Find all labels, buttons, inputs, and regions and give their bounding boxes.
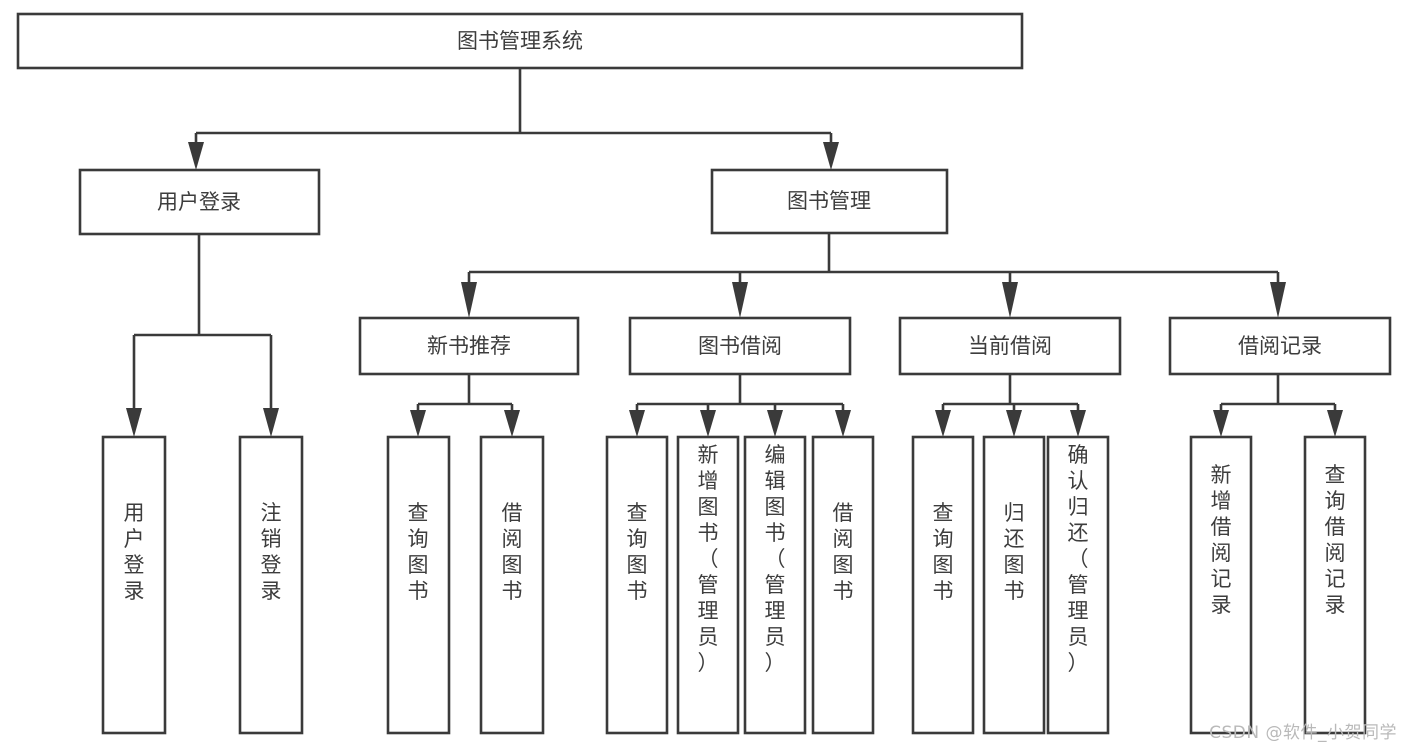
arrow-head-book-borrow (732, 282, 748, 318)
connector-group-borrowrecord-to-leaves (1213, 374, 1343, 437)
node-leaf-query-book-1-box[interactable] (386, 435, 451, 735)
node-leaf-query-book-3-label: 查询图书 (933, 501, 954, 603)
arrow-head-leaf-borrow-book-2 (835, 410, 851, 437)
arrow-head-book-manage (823, 142, 839, 170)
node-leaf-borrow-book-1-box[interactable] (479, 435, 545, 735)
node-leaf-borrow-book-2-label: 借阅图书 (833, 501, 854, 603)
node-leaf-edit-book[interactable]: 编辑图书（管理员） (743, 435, 807, 735)
node-leaf-query-book-2-box[interactable] (605, 435, 669, 735)
node-leaf-query-record[interactable]: 查询借阅记录 (1303, 435, 1367, 735)
node-borrow-record-box[interactable] (1168, 316, 1392, 376)
arrow-head-leaf-query-record (1327, 410, 1343, 437)
node-leaf-borrow-book-2[interactable]: 借阅图书 (811, 435, 875, 735)
node-leaf-add-book-box[interactable] (676, 435, 740, 735)
connector-group-bookmanage-to-level3 (461, 233, 1286, 318)
arrow-head-leaf-borrow-book-1 (504, 410, 520, 437)
node-leaf-return-book-label: 归还图书 (1004, 501, 1025, 603)
node-leaf-user-login-label: 用户登录 (124, 501, 145, 603)
node-leaf-edit-book-box[interactable] (743, 435, 807, 735)
connector-group-newbook-to-leaves (410, 374, 520, 437)
connector-group-userlogin-to-leaves (126, 234, 279, 437)
node-new-book-recommend[interactable]: 新书推荐 (358, 316, 580, 376)
node-user-login[interactable]: 用户登录 (78, 168, 321, 236)
node-leaf-query-record-label: 查询借阅记录 (1325, 463, 1346, 617)
node-leaf-query-book-2[interactable]: 查询图书 (605, 435, 669, 735)
node-root[interactable]: 图书管理系统 (16, 12, 1024, 70)
arrow-head-leaf-return-book (1006, 410, 1022, 437)
node-leaf-logout-login-label: 注销登录 (261, 501, 282, 603)
node-book-borrow-box[interactable] (628, 316, 852, 376)
node-leaf-borrow-book-2-box[interactable] (811, 435, 875, 735)
node-new-book-recommend-box[interactable] (358, 316, 580, 376)
node-leaf-logout-login-box[interactable] (238, 435, 304, 735)
arrow-head-leaf-query-book-1 (410, 410, 426, 437)
arrow-head-leaf-add-book (700, 410, 716, 437)
node-borrow-record-label: 借阅记录 (1238, 334, 1322, 358)
node-user-login-label: 用户登录 (157, 190, 241, 214)
node-root-box[interactable] (16, 12, 1024, 70)
arrow-head-new-book-recommend (461, 282, 477, 318)
node-leaf-query-record-box[interactable] (1303, 435, 1367, 735)
node-leaf-add-record-label: 新增借阅记录 (1211, 463, 1232, 617)
node-leaf-query-book-1[interactable]: 查询图书 (386, 435, 451, 735)
node-leaf-add-record[interactable]: 新增借阅记录 (1189, 435, 1253, 735)
arrow-head-leaf-query-book-3 (935, 410, 951, 437)
node-leaf-borrow-book-1[interactable]: 借阅图书 (479, 435, 545, 735)
node-leaf-edit-book-label: 编辑图书（管理员） (765, 443, 786, 675)
arrow-head-user-login (188, 142, 204, 170)
arrow-head-leaf-query-book-2 (629, 410, 645, 437)
arrow-head-leaf-user-login (126, 408, 142, 437)
node-book-borrow-label: 图书借阅 (698, 334, 782, 358)
node-leaf-query-book-1-label: 查询图书 (408, 501, 429, 603)
arrow-head-leaf-logout-login (263, 408, 279, 437)
node-leaf-query-book-3[interactable]: 查询图书 (911, 435, 975, 735)
node-leaf-user-login-box[interactable] (101, 435, 167, 735)
arrow-head-leaf-add-record (1213, 410, 1229, 437)
node-user-login-box[interactable] (78, 168, 321, 236)
node-book-manage[interactable]: 图书管理 (710, 168, 949, 235)
node-leaf-add-record-box[interactable] (1189, 435, 1253, 735)
node-leaf-user-login[interactable]: 用户登录 (101, 435, 167, 735)
node-leaf-confirm-return-box[interactable] (1046, 435, 1110, 735)
arrow-head-current-borrow (1002, 282, 1018, 318)
connector-group-currentborrow-to-leaves (935, 374, 1086, 437)
node-leaf-query-book-2-label: 查询图书 (627, 501, 648, 603)
node-book-manage-box[interactable] (710, 168, 949, 235)
node-leaf-query-book-3-box[interactable] (911, 435, 975, 735)
node-leaf-add-book-label: 新增图书（管理员） (698, 443, 719, 675)
node-leaf-confirm-return-label: 确认归还（管理员） (1068, 443, 1089, 675)
node-leaf-add-book[interactable]: 新增图书（管理员） (676, 435, 740, 735)
node-leaf-confirm-return[interactable]: 确认归还（管理员） (1046, 435, 1110, 735)
node-current-borrow-label: 当前借阅 (968, 334, 1052, 358)
node-leaf-return-book-box[interactable] (982, 435, 1046, 735)
node-book-borrow[interactable]: 图书借阅 (628, 316, 852, 376)
connector-group-root-to-level2 (188, 68, 839, 170)
node-book-manage-label: 图书管理 (787, 189, 871, 213)
node-new-book-recommend-label: 新书推荐 (427, 334, 511, 358)
node-borrow-record[interactable]: 借阅记录 (1168, 316, 1392, 376)
node-leaf-borrow-book-1-label: 借阅图书 (502, 501, 523, 603)
node-leaf-logout-login[interactable]: 注销登录 (238, 435, 304, 735)
arrow-head-leaf-edit-book (767, 410, 783, 437)
node-current-borrow-box[interactable] (898, 316, 1122, 376)
connector-group-bookborrow-to-leaves (629, 374, 851, 437)
node-root-label: 图书管理系统 (457, 29, 583, 53)
node-leaf-return-book[interactable]: 归还图书 (982, 435, 1046, 735)
arrow-head-leaf-confirm-return (1070, 410, 1086, 437)
node-current-borrow[interactable]: 当前借阅 (898, 316, 1122, 376)
arrow-head-borrow-record (1270, 282, 1286, 318)
